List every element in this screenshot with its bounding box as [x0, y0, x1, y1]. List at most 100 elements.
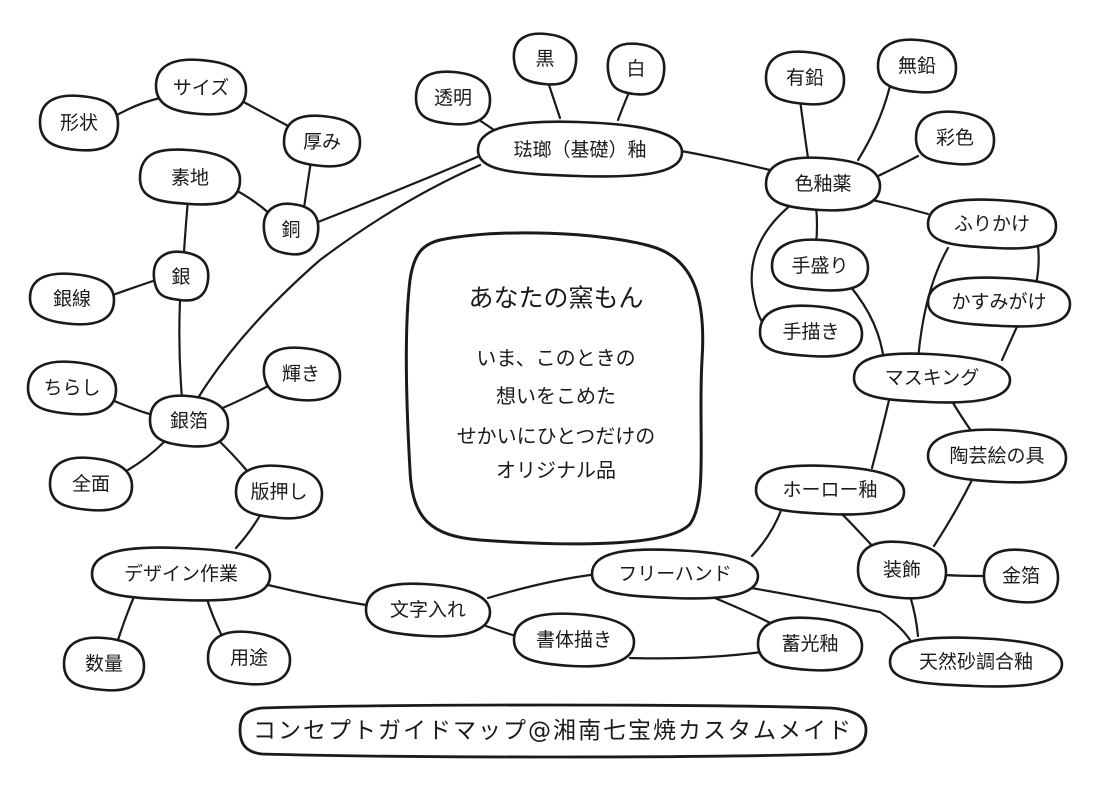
node-shiro: 白 — [606, 42, 666, 96]
node-chirashi: ちらし — [26, 360, 118, 416]
edge-iroyuyaku-temori — [814, 204, 819, 246]
node-zenmen: 全面 — [48, 456, 134, 512]
node-yuen-label: 有鉛 — [786, 67, 824, 89]
edge-masking-horo — [870, 394, 892, 470]
node-temori-label: 手盛り — [791, 255, 848, 277]
edge-togei-soshoku — [932, 478, 974, 548]
node-kagayaki: 輝き — [262, 346, 342, 402]
node-tegaki-label: 手描き — [782, 321, 839, 343]
edge-soshoku-kinpaku — [942, 573, 986, 578]
node-iroyuyaku: 色釉薬 — [764, 156, 882, 212]
node-freehand: フリーハンド — [590, 548, 760, 600]
center-line-4: オリジナル品 — [496, 458, 616, 482]
node-kuro-label: 黒 — [535, 48, 554, 70]
footer-bubble — [238, 703, 868, 759]
node-hanoshi: 版押し — [234, 464, 324, 520]
edge-design-suryo — [116, 590, 138, 642]
node-atsumi-label: 厚み — [303, 131, 341, 153]
footer-caption: コンセプトガイドマップ@湘南七宝焼カスタムメイド — [238, 703, 868, 759]
edge-moji-freehand — [486, 572, 600, 600]
node-size-label: サイズ — [173, 77, 229, 99]
node-yoto-label: 用途 — [230, 647, 268, 669]
node-hanoshi-label: 版押し — [250, 481, 307, 503]
node-shiro-label: 白 — [626, 58, 645, 80]
node-ginpaku-label: 銀箔 — [170, 410, 208, 432]
node-soji: 素地 — [138, 148, 242, 206]
node-kiso-label: 琺瑯（基礎）釉 — [513, 139, 646, 161]
node-togei-label: 陶芸絵の具 — [949, 445, 1044, 467]
node-muen: 無鉛 — [876, 38, 958, 94]
node-kagayaki-label: 輝き — [282, 363, 320, 385]
edge-ginsen-gin — [108, 278, 158, 298]
node-keijo: 形状 — [38, 94, 120, 152]
node-freehand-label: フリーハンド — [618, 563, 732, 585]
node-tegaki: 手描き — [758, 304, 864, 358]
edge-gin-ginpaku — [178, 298, 184, 400]
node-ginsen: 銀線 — [28, 272, 116, 326]
edge-temori-masking — [848, 284, 886, 364]
center-line-1: いま、このときの — [476, 346, 635, 370]
node-zenmen-label: 全面 — [72, 473, 110, 495]
node-toumei: 透明 — [414, 70, 492, 126]
node-saishoku-label: 彩色 — [936, 127, 974, 149]
edge-iroyuyaku-furikake — [870, 198, 930, 216]
node-kinpaku: 金箔 — [982, 548, 1060, 604]
node-kuro: 黒 — [512, 32, 578, 86]
edge-design-yoto — [204, 594, 224, 638]
edge-do-kiso — [316, 153, 484, 224]
node-suryo: 数量 — [62, 636, 146, 692]
node-togei: 陶芸絵の具 — [926, 428, 1068, 484]
edge-ginpaku-kiso — [196, 163, 482, 400]
node-yoto: 用途 — [206, 630, 292, 686]
node-yuen: 有鉛 — [764, 50, 846, 106]
node-keijo-label: 形状 — [60, 112, 98, 134]
edge-kuro-kiso — [546, 80, 562, 120]
edge-shiro-kiso — [616, 88, 632, 122]
node-ginpaku: 銀箔 — [148, 394, 230, 448]
node-do: 銅 — [262, 202, 320, 256]
edge-keijo-size — [110, 96, 162, 120]
edge-freehand-tennen — [738, 584, 912, 642]
node-masking-label: マスキング — [885, 367, 979, 389]
node-chikou: 蓄光釉 — [756, 616, 864, 672]
node-do-label: 銅 — [281, 219, 300, 241]
node-shotai-label: 書体描き — [536, 629, 612, 651]
node-horo-label: ホーロー釉 — [782, 479, 877, 501]
node-ginsen-label: 銀線 — [53, 288, 91, 310]
node-muen-label: 無鉛 — [898, 55, 936, 77]
node-size: サイズ — [154, 58, 248, 116]
edge-hanoshi-design — [234, 510, 264, 550]
node-soshoku-label: 装飾 — [883, 559, 921, 581]
node-atsumi: 厚み — [282, 114, 362, 168]
edge-soji-gin — [182, 198, 190, 254]
edge-moji-shotai — [484, 624, 518, 638]
center-title: あなたの窯もん — [468, 284, 643, 313]
node-soji-label: 素地 — [171, 167, 209, 189]
node-kiso: 琺瑯（基礎）釉 — [476, 120, 684, 178]
node-moji-label: 文字入れ — [390, 599, 466, 621]
node-chikou-label: 蓄光釉 — [781, 633, 838, 655]
node-kasumi: かすみがけ — [926, 276, 1072, 328]
edge-muen-iroyuyaku — [856, 84, 892, 162]
edge-horo-freehand — [750, 506, 784, 558]
edge-kiso-iroyuyaku — [674, 148, 772, 172]
node-toumei-label: 透明 — [434, 87, 472, 109]
node-saishoku: 彩色 — [914, 110, 996, 166]
node-kasumi-label: かすみがけ — [951, 291, 1046, 313]
footer-text: コンセプトガイドマップ@湘南七宝焼カスタムメイド — [253, 718, 853, 744]
edge-kagayaki-ginpaku — [216, 384, 270, 412]
edge-saishoku-iroyuyaku — [876, 154, 920, 178]
node-design: デザイン作業 — [90, 546, 272, 602]
node-design-label: デザイン作業 — [124, 563, 238, 585]
center-line-2: 想いをこめた — [496, 384, 616, 408]
edge-soshoku-tennen — [908, 594, 920, 638]
node-horo: ホーロー釉 — [754, 464, 906, 516]
edge-furikake-kasumi — [1034, 244, 1040, 286]
edge-zenmen-ginpaku — [126, 440, 166, 472]
edge-design-moji — [266, 583, 374, 608]
edge-size-atsumi — [238, 98, 294, 130]
node-soshoku: 装飾 — [856, 540, 948, 600]
node-kinpaku-label: 金箔 — [1002, 565, 1040, 587]
node-gin-label: 銀 — [171, 266, 190, 288]
